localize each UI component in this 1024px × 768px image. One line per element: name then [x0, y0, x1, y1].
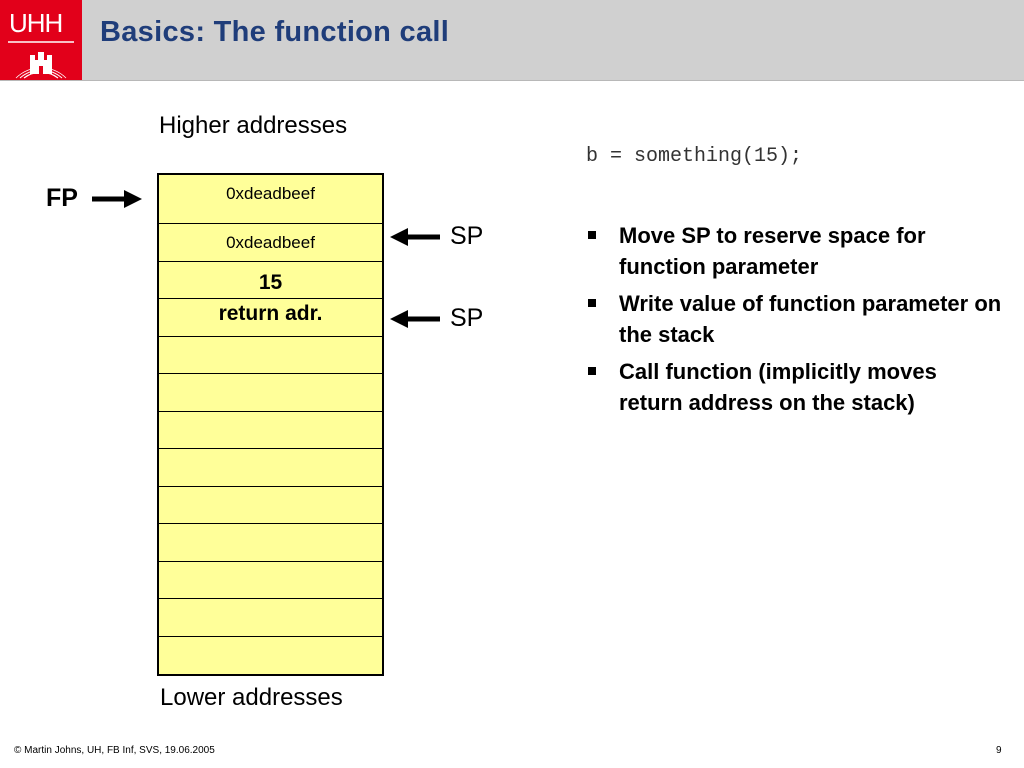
stack-cell: return adr. [159, 299, 382, 337]
stack-cell-value: return adr. [218, 302, 323, 325]
sp-arrow-upper-icon [390, 228, 440, 246]
higher-addresses-label: Higher addresses [159, 112, 348, 139]
code-snippet: b = something(15); [586, 145, 803, 168]
stack-cell [159, 524, 382, 562]
stack-cell [159, 637, 382, 674]
square-bullet-icon [588, 299, 596, 307]
stack-cell [159, 412, 382, 449]
university-logo: UHH [0, 0, 82, 80]
stack-cell [159, 337, 382, 374]
stack-cell [159, 449, 382, 487]
stack-cell-value: 0xdeadbeef [226, 184, 315, 203]
bullet-item: Call function (implicitly moves return a… [586, 356, 1006, 418]
lower-addresses-label: Lower addresses [160, 684, 343, 711]
stack-cell-value: 15 [258, 271, 283, 294]
bullet-list: Move SP to reserve space for function pa… [586, 220, 1006, 424]
stack-cell: 0xdeadbeef [159, 224, 382, 262]
stack-cell [159, 562, 382, 599]
footer-copyright: © Martin Johns, UH, FB Inf, SVS, 19.06.2… [14, 745, 215, 756]
stack-cell [159, 487, 382, 524]
square-bullet-icon [588, 231, 596, 239]
stack-cell [159, 374, 382, 412]
sp-label-lower: SP [450, 304, 484, 332]
stack-cell: 0xdeadbeef [159, 175, 382, 224]
stack-diagram: 0xdeadbeef 0xdeadbeef 15 return adr. [157, 173, 384, 676]
fp-label: FP [46, 184, 78, 212]
hamburg-crest-icon [8, 41, 74, 79]
stack-cell: 15 [159, 262, 382, 299]
bullet-item: Write value of function parameter on the… [586, 288, 1006, 350]
page-number: 9 [996, 745, 1002, 756]
sp-arrow-lower-icon [390, 310, 440, 328]
square-bullet-icon [588, 367, 596, 375]
header-bar: UHH Basics: The function call [0, 0, 1024, 81]
fp-arrow-icon [92, 190, 142, 208]
sp-label-upper: SP [450, 222, 484, 250]
stack-cell [159, 599, 382, 637]
logo-text: UHH [9, 8, 63, 38]
slide-title: Basics: The function call [100, 16, 450, 48]
bullet-item: Move SP to reserve space for function pa… [586, 220, 1006, 282]
stack-cell-value: 0xdeadbeef [226, 233, 315, 252]
